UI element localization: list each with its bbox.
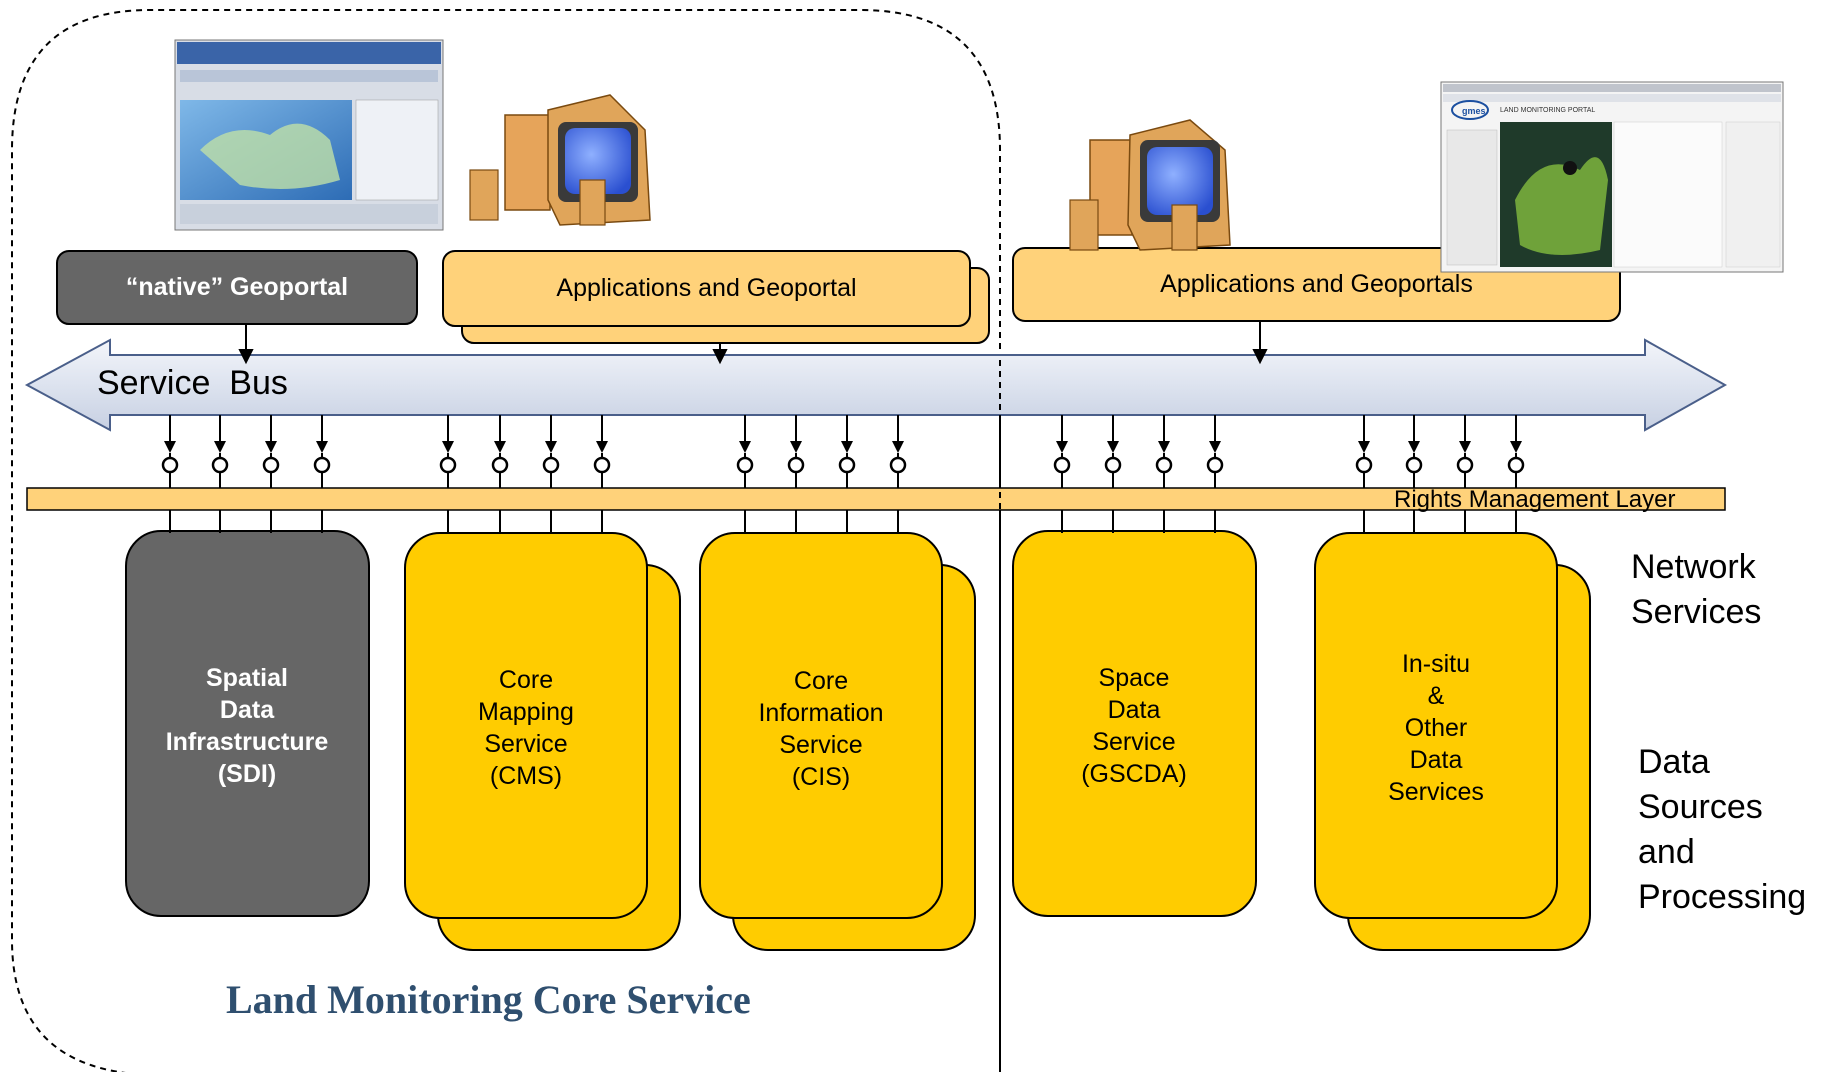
- connector-socket: [211, 456, 229, 474]
- connector-arrowhead: [545, 441, 557, 453]
- portal-screenshot-left: [174, 39, 444, 231]
- portal-logo-text: gmes: [1462, 106, 1486, 116]
- service-bus-label: Service Bus: [97, 364, 288, 402]
- apps-geoportal-label: Applications and Geoportal: [556, 274, 857, 302]
- apps-geoportals-label: Applications and Geoportals: [1160, 270, 1473, 298]
- connector-socket: [1104, 456, 1122, 474]
- native-geoportal-bar: [56, 250, 418, 325]
- apps-geoportal-bar: [442, 250, 971, 327]
- connector-socket: [542, 456, 560, 474]
- connector-socket: [161, 456, 179, 474]
- gscda-box: [1012, 530, 1257, 917]
- connector-arrowhead: [596, 441, 608, 453]
- connector-socket: [1206, 456, 1224, 474]
- connector-socket: [1405, 456, 1423, 474]
- connector-arrowhead: [214, 441, 226, 453]
- portal-screenshot-right: gmes LAND MONITORING PORTAL: [1440, 81, 1784, 273]
- connector-socket: [439, 456, 457, 474]
- native-geoportal-label: “native” Geoportal: [125, 273, 349, 301]
- cms-box: [404, 532, 648, 919]
- connector-socket: [736, 456, 754, 474]
- connector-socket: [1355, 456, 1373, 474]
- bar-to-bus-arrows: [238, 321, 1268, 365]
- connector-arrowhead: [1408, 441, 1420, 453]
- connector-arrowhead: [1358, 441, 1370, 453]
- computer-icon: [469, 94, 651, 226]
- cis-box: [699, 532, 943, 919]
- rights-management-layer-bar: [26, 487, 1726, 511]
- connector-arrowhead: [265, 441, 277, 453]
- connector-arrowhead: [739, 441, 751, 453]
- connector-arrowhead: [316, 441, 328, 453]
- connector-socket: [787, 456, 805, 474]
- connector-arrowhead: [892, 441, 904, 453]
- connector-socket: [1456, 456, 1474, 474]
- connector-arrowhead: [1209, 441, 1221, 453]
- service-bus-arrow: [24, 338, 1728, 432]
- connector-arrowhead: [1459, 441, 1471, 453]
- connector-arrowhead: [1510, 441, 1522, 453]
- connector-arrowhead: [442, 441, 454, 453]
- connector-arrowhead: [164, 441, 176, 453]
- connector-socket: [1053, 456, 1071, 474]
- sdi-box: [125, 530, 370, 917]
- connector-arrowhead: [1056, 441, 1068, 453]
- connector-socket: [889, 456, 907, 474]
- connector-socket: [1507, 456, 1525, 474]
- connector-arrowhead: [1107, 441, 1119, 453]
- connector-arrowhead: [841, 441, 853, 453]
- core-service-title: Land Monitoring Core Service: [226, 977, 751, 1022]
- portal-header-text: LAND MONITORING PORTAL: [1500, 107, 1595, 114]
- connector-socket: [491, 456, 509, 474]
- connector-socket: [313, 456, 331, 474]
- connector-arrowhead: [1158, 441, 1170, 453]
- computer-icon: [1069, 119, 1231, 251]
- connector-socket: [262, 456, 280, 474]
- connector-socket: [838, 456, 856, 474]
- connector-arrowhead: [494, 441, 506, 453]
- rights-management-layer-label: Rights Management Layer: [1394, 486, 1676, 513]
- connector-socket: [1155, 456, 1173, 474]
- connector-arrowhead: [790, 441, 802, 453]
- service-connectors: [161, 415, 1525, 533]
- connector-socket: [593, 456, 611, 474]
- insitu-box: [1314, 532, 1558, 919]
